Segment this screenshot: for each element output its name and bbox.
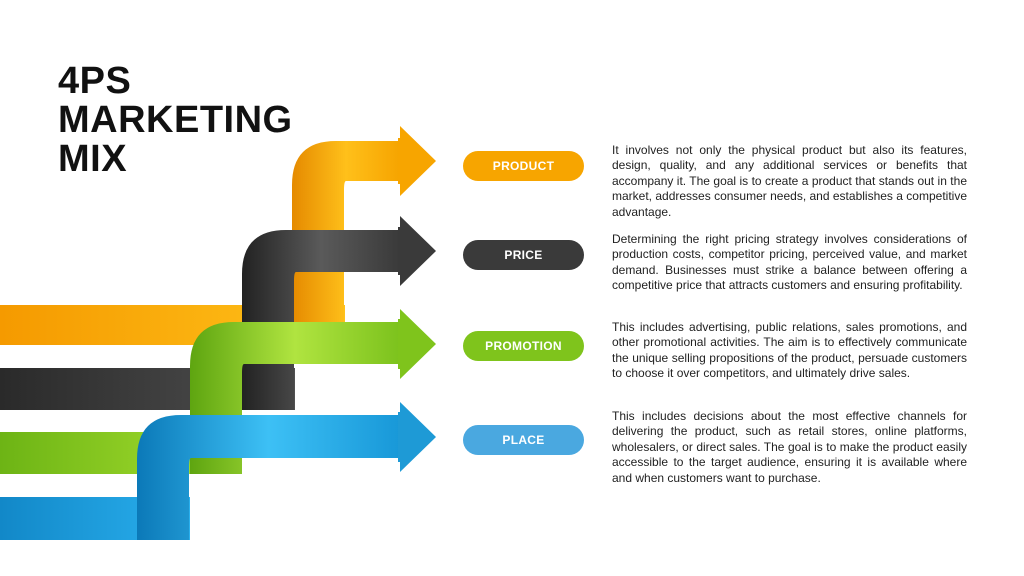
page-title: 4PS MARKETING MIX	[58, 62, 358, 179]
price-label: PRICE	[463, 240, 584, 270]
place-arrow	[398, 402, 436, 472]
place-label: PLACE	[463, 425, 584, 455]
product-riser	[292, 141, 400, 345]
title-line-1: 4PS	[58, 60, 132, 102]
title-line-2: MARKETING	[58, 99, 293, 141]
promotion-label: PROMOTION	[463, 331, 584, 361]
price-description: Determining the right pricing strategy i…	[612, 232, 967, 293]
product-description: It involves not only the physical produc…	[612, 143, 967, 219]
promotion-arrow	[398, 309, 436, 379]
place-description: This includes decisions about the most e…	[612, 409, 967, 485]
place-riser	[137, 415, 400, 540]
price-riser	[242, 230, 400, 410]
price-arrow	[398, 216, 436, 286]
product-arrow	[398, 126, 436, 196]
promotion-description: This includes advertising, public relati…	[612, 320, 967, 381]
promotion-riser	[190, 322, 400, 474]
title-line-3: MIX	[58, 138, 128, 180]
product-label: PRODUCT	[463, 151, 584, 181]
